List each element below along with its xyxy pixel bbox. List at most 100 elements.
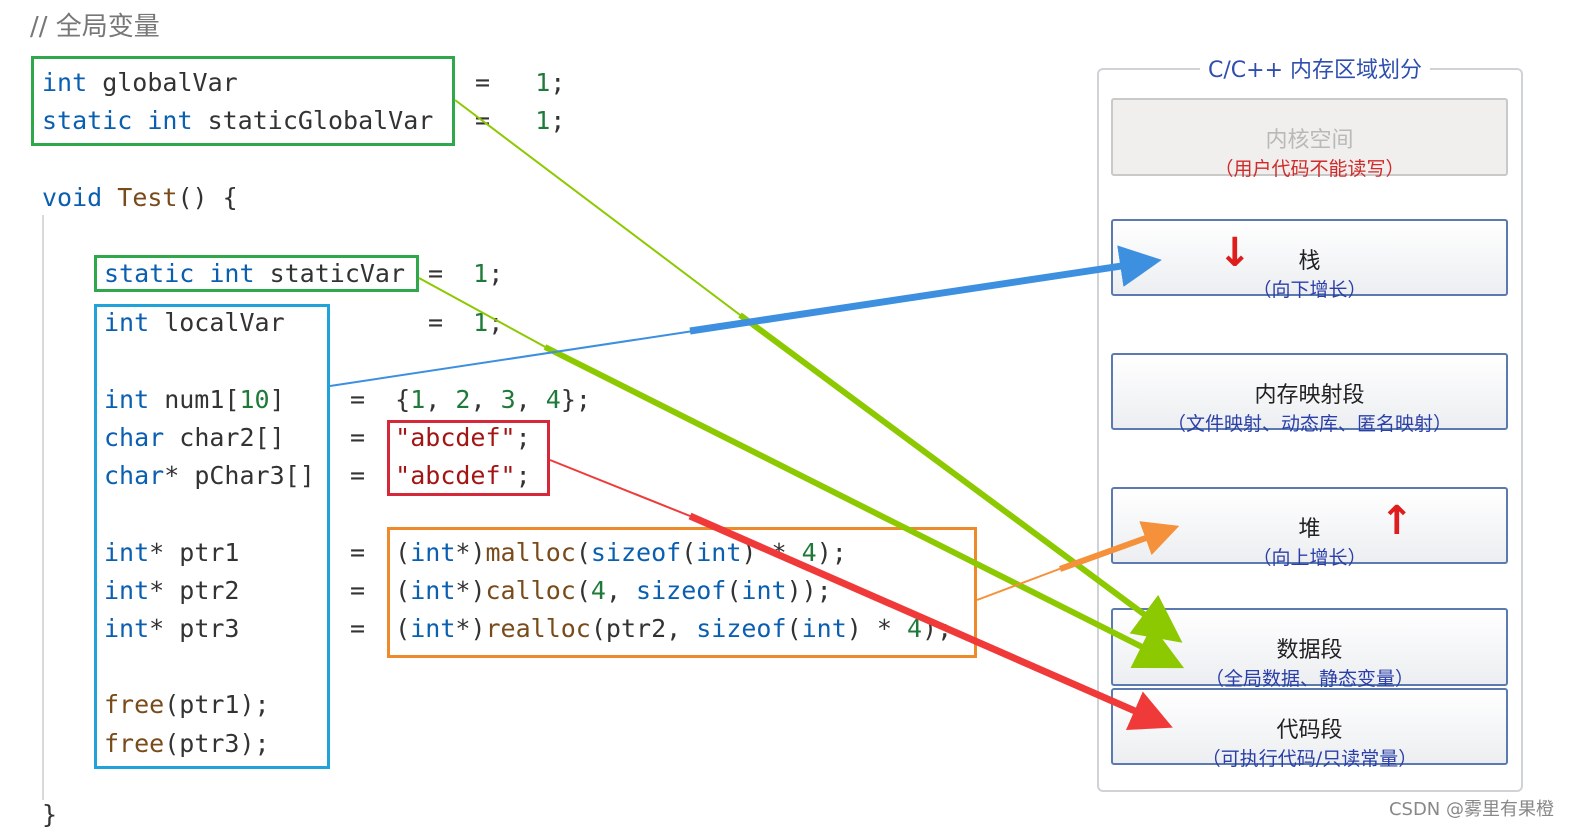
identifier: num1[ [149,385,240,414]
star: * [149,614,165,643]
v1: 1 [410,385,426,414]
code-assign-staticglobalvar: = 1; [475,106,565,136]
segment-subtitle: （向下增长） [1252,279,1367,301]
code-assign-staticvar: = 1; [428,259,503,289]
arrow-down-icon: ↓ [1218,230,1252,276]
value: 1 [535,68,551,97]
box-string-literals [387,420,550,496]
code-assign-char2: = "abcdef"; [350,423,531,453]
kw: int [410,538,456,567]
code-line-free3: free(ptr3); [104,729,270,759]
kw: int [104,308,150,337]
comment-global-vars: // 全局变量 [30,12,160,42]
punct: () { [177,183,238,212]
brace-end: }; [560,385,591,414]
args: (ptr1); [164,690,270,719]
brace: { [395,385,411,414]
code-assign-localvar: = 1; [428,308,503,338]
eq: = [350,538,366,567]
segment-title: 内核空间 [1265,128,1354,153]
identifier: char2[] [164,423,285,452]
scope-guide-line [42,215,44,800]
comma: , [425,385,456,414]
arrow-local-thick [689,245,1162,335]
identifier: pChar3[] [179,461,315,490]
punct: *) [455,576,486,605]
code-line-globalvar: int globalVar [42,68,238,98]
identifier: ptr1 [164,538,240,567]
segment-heap: 堆 （向上增长） [1111,487,1508,569]
eq: = [350,461,366,490]
semi: ; [515,423,531,452]
segment-stack: 栈 （向下增长） [1111,219,1508,301]
value: 1 [473,308,489,337]
eq: = [428,259,444,288]
code-line-ptr1: int* ptr1 [104,538,239,568]
identifier: ptr2 [164,576,240,605]
v3: 3 [500,385,516,414]
segment-title: 内存映射段 [1254,383,1365,408]
segment-title: 数据段 [1276,638,1343,663]
identifier: globalVar [87,68,238,97]
code-line-char2: char char2[] [104,423,285,453]
code-line-close-brace: } [42,800,58,829]
punct: *) [455,614,486,643]
memory-layout-title: C/C++ 内存区域划分 [1200,52,1430,84]
string-literal: "abcdef" [395,461,516,490]
eq: = [475,68,491,97]
semi: ; [488,259,504,288]
segment-subtitle: （可执行代码/只读常量） [1201,748,1418,770]
comma: , [515,385,546,414]
function-name: free [104,690,165,719]
kw: int [104,614,150,643]
kw: char [104,423,165,452]
segment-mmap: 内存映射段 （文件映射、动态库、匿名映射） [1111,353,1508,435]
eq: = [475,106,491,135]
semi: ; [515,461,531,490]
semi: ; [550,68,566,97]
eq: = [350,614,366,643]
code-line-ptr2: int* ptr2 [104,576,239,606]
value: 1 [535,106,551,135]
arrow-string-thin [549,459,701,521]
kw: int [104,385,150,414]
semi: ; [488,308,504,337]
semi: ; [550,106,566,135]
kw: static int [42,106,193,135]
kw: int [42,68,88,97]
code-line-ptr3: int* ptr3 [104,614,239,644]
segment-title: 堆 [1298,517,1321,542]
segment-subtitle: （全局数据、静态变量） [1204,668,1414,690]
eq: = [350,576,366,605]
watermark: CSDN @雾里有果橙 [1388,799,1554,820]
code-line-pchar3: char* pChar3[] [104,461,315,491]
identifier: localVar [149,308,285,337]
code-line-staticglobalvar: static int staticGlobalVar [42,106,433,136]
punct: *) [455,538,486,567]
segment-data: 数据段 （全局数据、静态变量） [1111,608,1508,690]
segment-title: 栈 [1298,249,1321,274]
function-name: free [104,729,165,758]
kw: void [42,183,103,212]
segment-subtitle: （文件映射、动态库、匿名映射） [1166,413,1452,435]
kw: char [104,461,165,490]
array-size: 10 [239,385,270,414]
string-literal: "abcdef" [395,423,516,452]
eq: = [350,385,366,414]
star: * [164,461,180,490]
code-line-function-header: void Test() { [42,183,238,213]
punct: ( [395,614,411,643]
star: * [149,576,165,605]
function-name: Test [102,183,178,212]
punct: ( [395,538,411,567]
box-global-vars [31,56,455,146]
box-staticvar [94,255,419,292]
code-line-staticvar: static int staticVar [104,259,405,289]
kw: int [104,538,150,567]
segment-title: 代码段 [1276,718,1343,743]
code-line-free1: free(ptr1); [104,690,270,720]
comma: , [470,385,501,414]
star: * [149,538,165,567]
box-heap-allocations [387,527,977,658]
kw: int [104,576,150,605]
